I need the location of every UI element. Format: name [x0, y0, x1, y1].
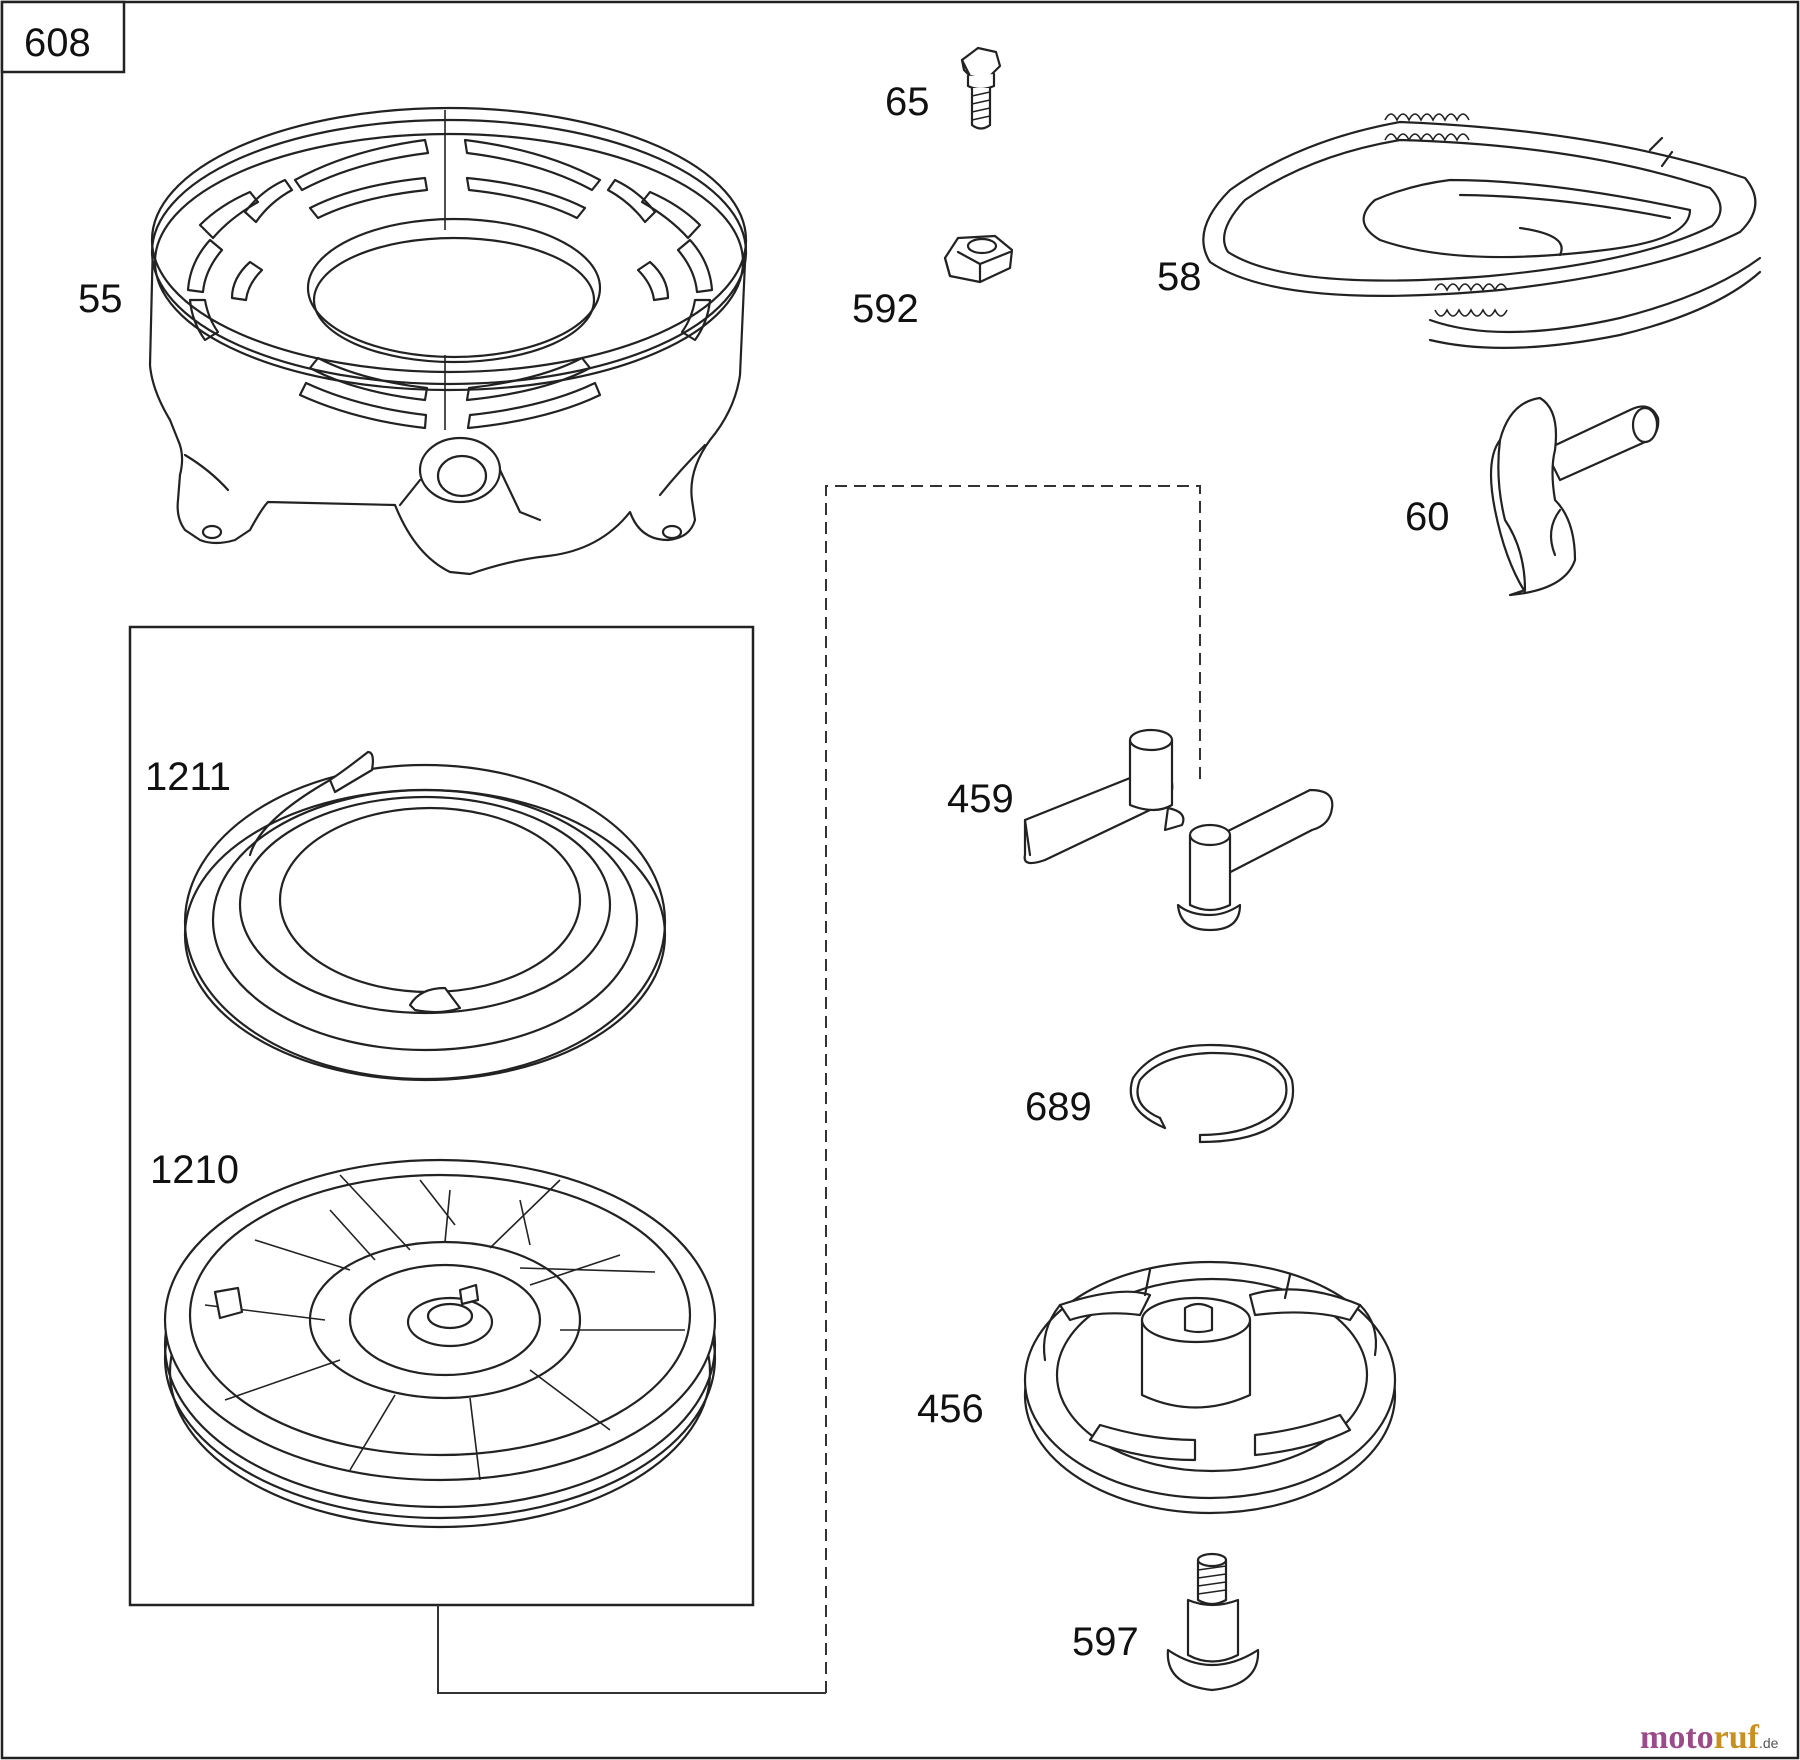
svg-text:motoruf.de: motoruf.de: [1640, 1719, 1779, 1756]
part-label-55: 55: [78, 277, 123, 321]
diagram-id-box: 608: [0, 0, 126, 74]
nut-drawing: [943, 234, 1014, 284]
starter-handle-drawing: [1489, 396, 1660, 597]
part-label-58: 58: [1157, 255, 1202, 299]
diagram-id: 608: [24, 21, 91, 65]
rewind-spring-drawing: [183, 750, 667, 1082]
part-label-456: 456: [917, 1387, 984, 1431]
pulley-drawing: [163, 1158, 717, 1529]
watermark-text-1: moto: [1640, 1719, 1714, 1756]
part-label-1210: 1210: [150, 1148, 239, 1192]
pawl-pair-drawing: [1023, 728, 1334, 932]
watermark-tld: .de: [1759, 1735, 1779, 1751]
subassembly-box: [128, 625, 755, 1607]
part-label-459: 459: [947, 777, 1014, 821]
screw-drawing: [960, 46, 1002, 130]
part-label-689: 689: [1025, 1085, 1092, 1129]
part-label-60: 60: [1405, 495, 1450, 539]
starter-rope-drawing: [1202, 113, 1762, 349]
starter-housing-drawing: [148, 106, 748, 576]
part-label-592: 592: [852, 287, 919, 331]
watermark-logo: motoruf.de: [1640, 1719, 1779, 1756]
center-screw-drawing: [1166, 1552, 1260, 1692]
ratchet-drawing: [1023, 1260, 1397, 1515]
part-label-1211: 1211: [145, 755, 231, 799]
assembly-guide-lines: [437, 485, 1201, 1694]
part-label-65: 65: [885, 80, 930, 124]
watermark-text-2: ruf: [1714, 1719, 1760, 1756]
part-label-597: 597: [1072, 1620, 1139, 1664]
retaining-ring-drawing: [1129, 1043, 1295, 1144]
